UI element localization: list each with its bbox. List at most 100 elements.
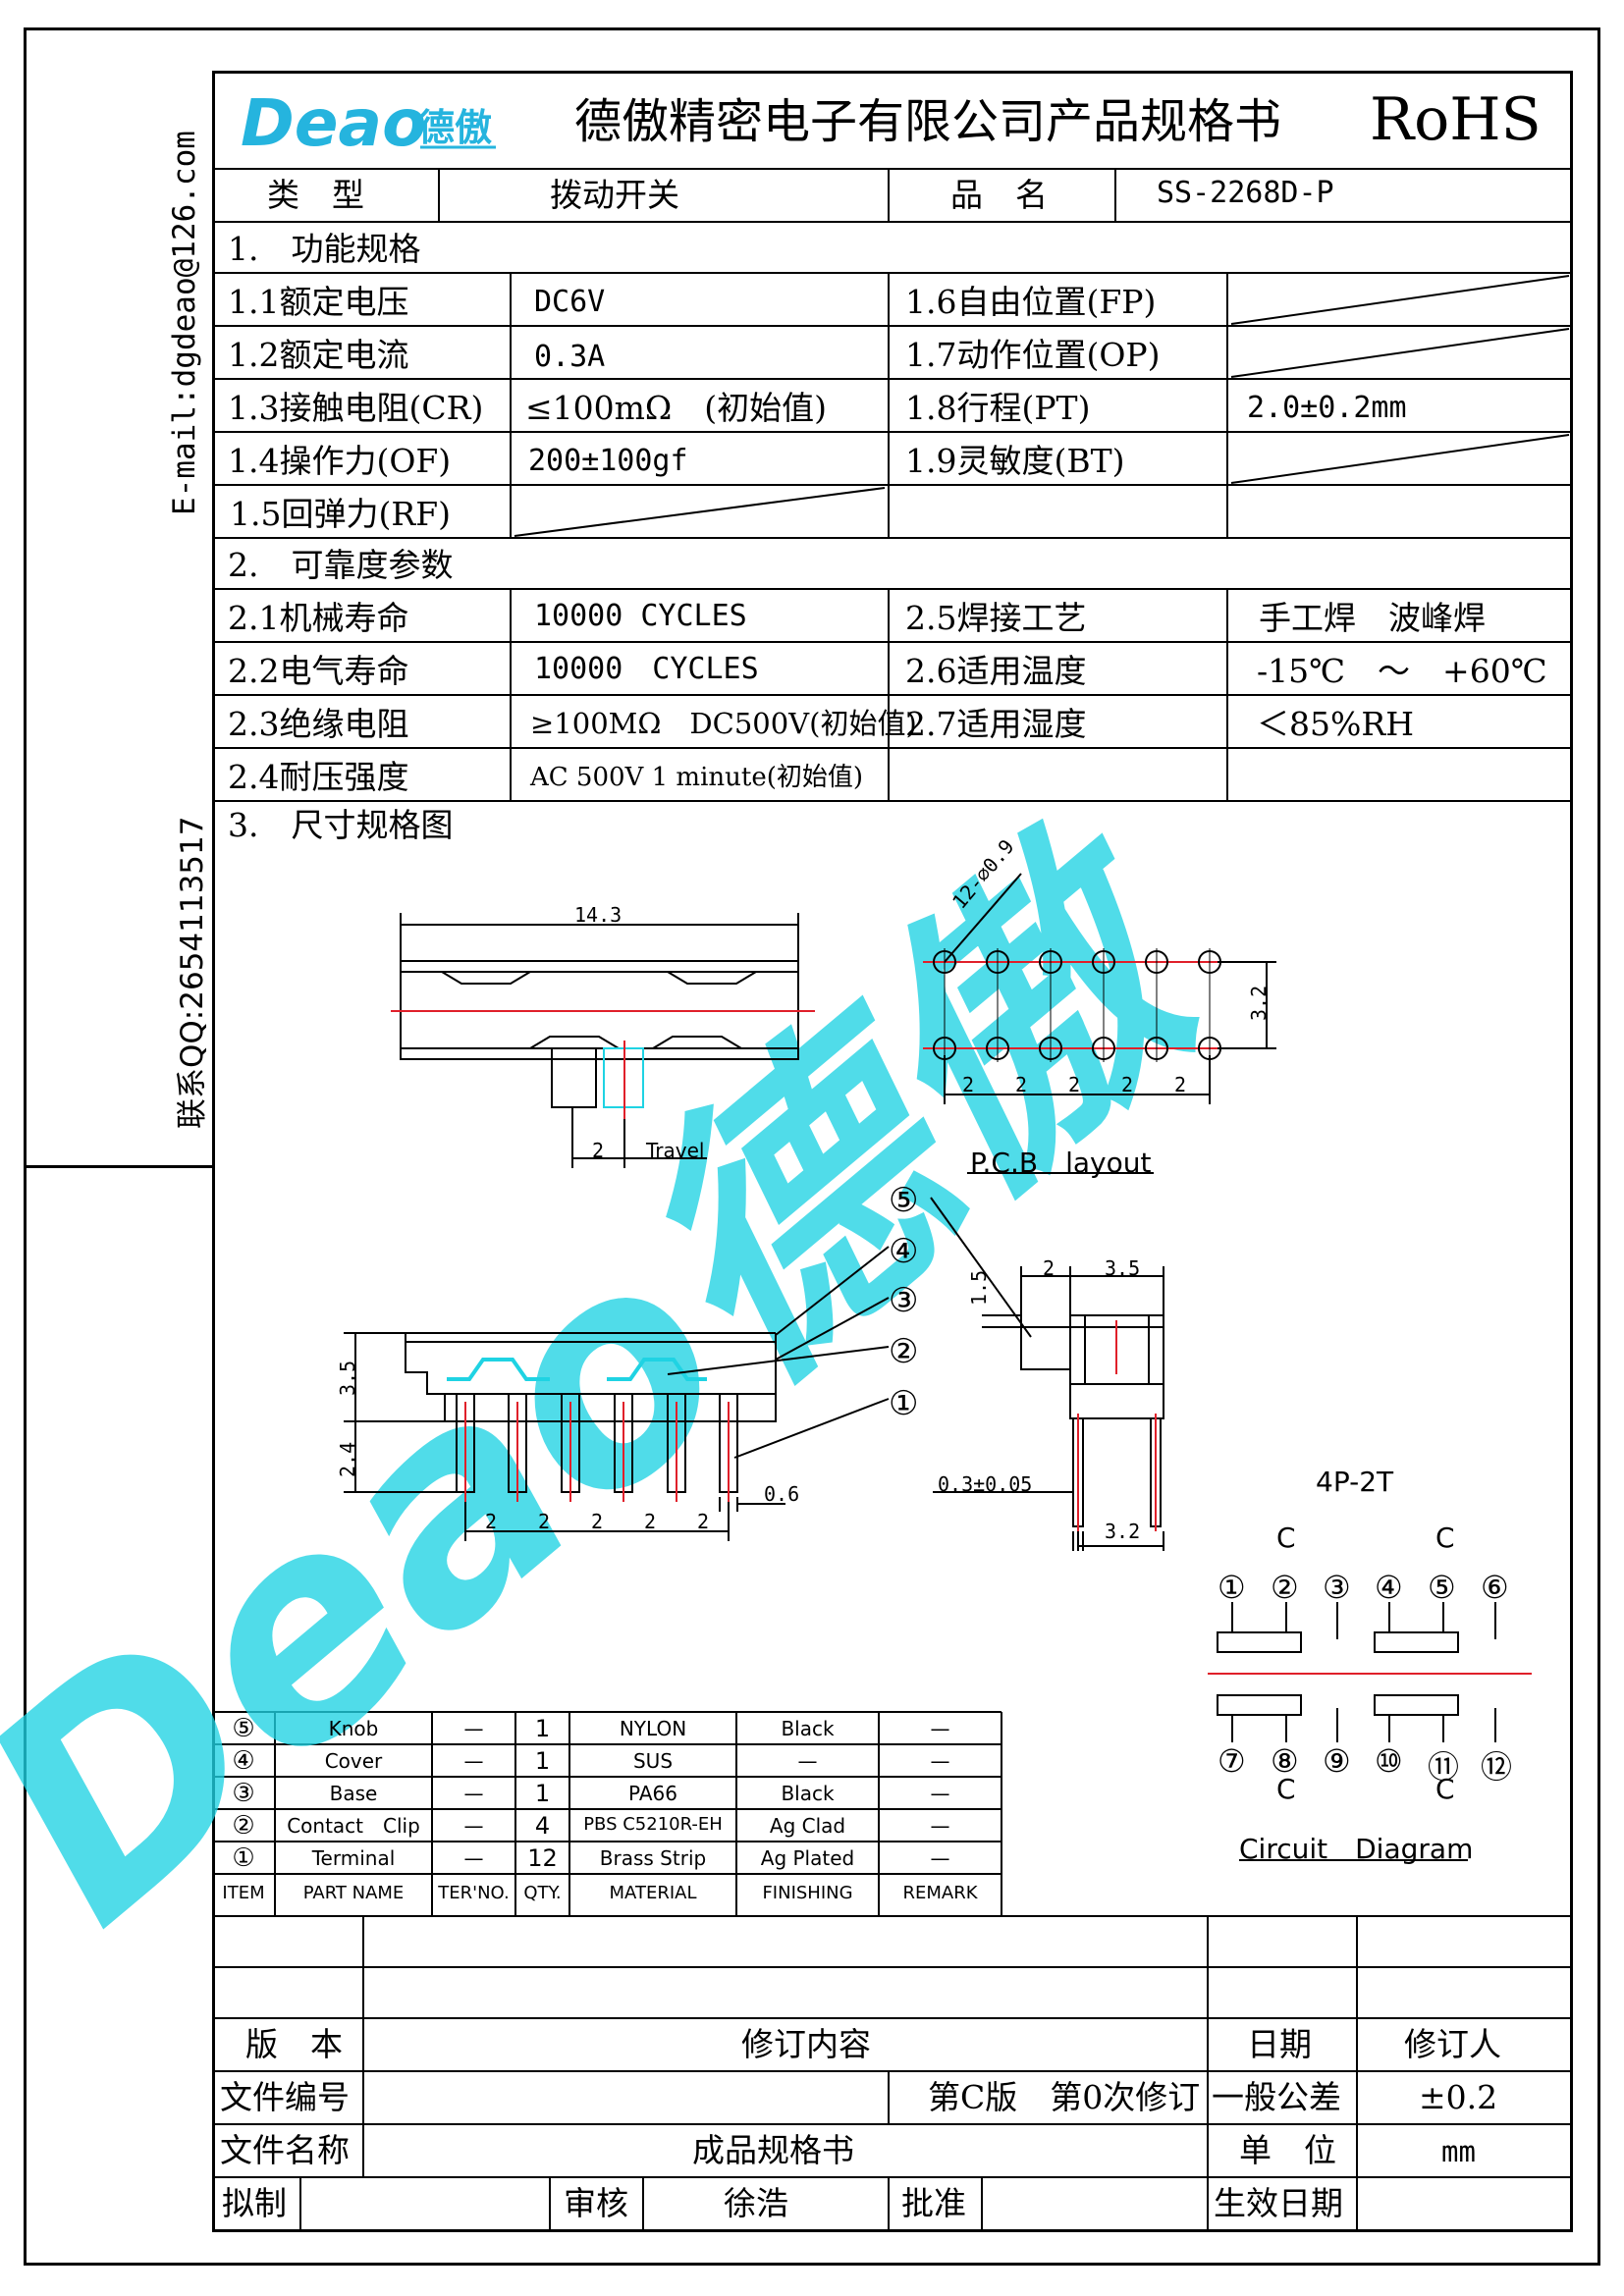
bom-qty: 1 <box>534 1780 551 1807</box>
travel-label: Travel <box>646 1139 705 1162</box>
spec-value: 2.0±0.2mm <box>1247 391 1407 425</box>
pcb-pitch: 2 <box>1174 1073 1187 1096</box>
side-dim-1: 1.5 <box>967 1269 991 1306</box>
reviewer-name: 徐浩 <box>724 2184 788 2222</box>
pcb-pitch: 2 <box>1121 1073 1134 1096</box>
bom-item: ① <box>232 1843 255 1873</box>
circuit-c: C <box>1276 1522 1296 1554</box>
pcb-pitch: 2 <box>1015 1073 1028 1096</box>
bom-finishing: Ag Plated <box>760 1846 855 1870</box>
version-label: 版 本 <box>245 2025 343 2063</box>
spec-key: 2.5焊接工艺 <box>905 599 1087 637</box>
tolerance-value: ±0.2 <box>1419 2078 1498 2116</box>
doc-no-label: 文件编号 <box>220 2078 350 2116</box>
bom-header: QTY. <box>523 1883 562 1903</box>
circuit-pin: ⑪ <box>1428 1748 1460 1786</box>
circuit-pin: ④ <box>1375 1569 1403 1606</box>
circuit-pin: ① <box>1218 1569 1246 1606</box>
spec-value: 10000 CYCLES <box>534 652 759 686</box>
bom-material: SUS <box>632 1749 674 1773</box>
circuit-pin: ⑫ <box>1481 1748 1513 1786</box>
doc-name-label: 文件名称 <box>220 2131 350 2169</box>
bom-finishing: Black <box>781 1717 835 1740</box>
front-pitch: 2 <box>591 1510 604 1533</box>
edition: 第C版 第0次修订 <box>928 2078 1201 2116</box>
unit-label: 单 位 <box>1239 2131 1336 2169</box>
spec-key: 2.2电气寿命 <box>228 652 409 690</box>
bom-remark: — <box>930 1782 950 1805</box>
spec-key: 1.6自由位置(FP) <box>905 283 1157 321</box>
side-dim-3: 3.5 <box>1105 1256 1141 1280</box>
circuit-pin: ⑧ <box>1271 1742 1299 1780</box>
approve-label: 批准 <box>901 2184 966 2222</box>
spec-key: 1.2额定电流 <box>228 336 409 374</box>
bom-remark: — <box>930 1814 950 1838</box>
bom-part: Knob <box>328 1717 379 1740</box>
circuit-pin: ⑩ <box>1375 1742 1403 1780</box>
unit-value: mm <box>1441 2135 1476 2168</box>
front-height-1: 3.5 <box>336 1360 359 1396</box>
inner-frame <box>212 71 1573 2232</box>
pcb-pitch: 2 <box>962 1073 975 1096</box>
section-3: 3. 尺寸规格图 <box>228 806 454 844</box>
front-pitch: 2 <box>697 1510 710 1533</box>
outer-frame <box>24 27 1600 2266</box>
side-dim-2: 2 <box>1043 1256 1056 1280</box>
bom-finishing: Ag Clad <box>769 1814 846 1838</box>
side-dim-4: 0.3±0.05 <box>938 1472 1033 1496</box>
bom-header: FINISHING <box>762 1883 853 1903</box>
bom-ter: — <box>463 1749 484 1773</box>
bom-header: TER'NO. <box>438 1883 510 1903</box>
side-dim-5: 3.2 <box>1105 1520 1141 1543</box>
spec-key: 1.1额定电压 <box>228 283 409 321</box>
doc-name-value: 成品规格书 <box>692 2131 854 2169</box>
bom-ter: — <box>463 1717 484 1740</box>
front-pin-width: 0.6 <box>764 1482 800 1506</box>
bom-material: NYLON <box>619 1717 687 1740</box>
bom-ter: — <box>463 1782 484 1805</box>
bom-qty: 1 <box>534 1747 551 1775</box>
circuit-c: C <box>1435 1522 1455 1554</box>
type-label: 类 型 <box>267 176 364 214</box>
spec-value: ≤100mΩ (初始值) <box>525 389 828 427</box>
front-pitch: 2 <box>538 1510 551 1533</box>
bom-finishing: Black <box>781 1782 835 1805</box>
spec-key: 2.1机械寿命 <box>228 599 409 637</box>
spec-value: ＜85%RH <box>1257 705 1414 743</box>
callout-2: ② <box>889 1332 919 1371</box>
bom-remark: — <box>930 1717 950 1740</box>
bom-remark: — <box>930 1749 950 1773</box>
bom-material: PA66 <box>628 1782 677 1805</box>
circuit-pin: ⑦ <box>1218 1742 1246 1780</box>
spec-value: 10000 CYCLES <box>534 599 747 633</box>
spec-key: 1.9灵敏度(BT) <box>905 442 1125 480</box>
bom-remark: — <box>930 1846 950 1870</box>
name-value: SS-2268D-P <box>1157 176 1334 210</box>
bom-material: Brass Strip <box>599 1846 707 1870</box>
spec-value: 200±100gf <box>528 444 688 478</box>
front-view <box>344 1332 785 1541</box>
bom-qty: 4 <box>534 1812 551 1840</box>
bom-qty: 12 <box>527 1844 558 1872</box>
bom-header: ITEM <box>222 1883 265 1903</box>
spec-key: 1.3接触电阻(CR) <box>228 389 484 427</box>
spec-key: 1.5回弹力(RF) <box>230 495 451 533</box>
draft-label: 拟制 <box>222 2184 287 2222</box>
circuit-pin: ② <box>1271 1569 1299 1606</box>
circuit-c: C <box>1435 1773 1455 1805</box>
bom-item: ③ <box>232 1779 255 1808</box>
front-height-2: 2.4 <box>336 1441 359 1477</box>
circuit-pin: ③ <box>1323 1569 1351 1606</box>
bom-qty: 1 <box>534 1715 551 1742</box>
bom-header: REMARK <box>902 1883 978 1903</box>
front-pitch: 2 <box>485 1510 498 1533</box>
spec-value: 手工焊 波峰焊 <box>1259 599 1486 637</box>
spec-value: AC 500V 1 minute(初始值) <box>530 763 863 792</box>
spec-value: -15℃ ～ +60℃ <box>1257 652 1547 690</box>
review-label: 审核 <box>564 2184 628 2222</box>
tolerance-label: 一般公差 <box>1212 2078 1341 2116</box>
section-2: 2. 可靠度参数 <box>228 546 454 584</box>
bom-material: PBS C5210R-EH <box>583 1814 723 1835</box>
callout-5: ⑤ <box>889 1181 919 1220</box>
